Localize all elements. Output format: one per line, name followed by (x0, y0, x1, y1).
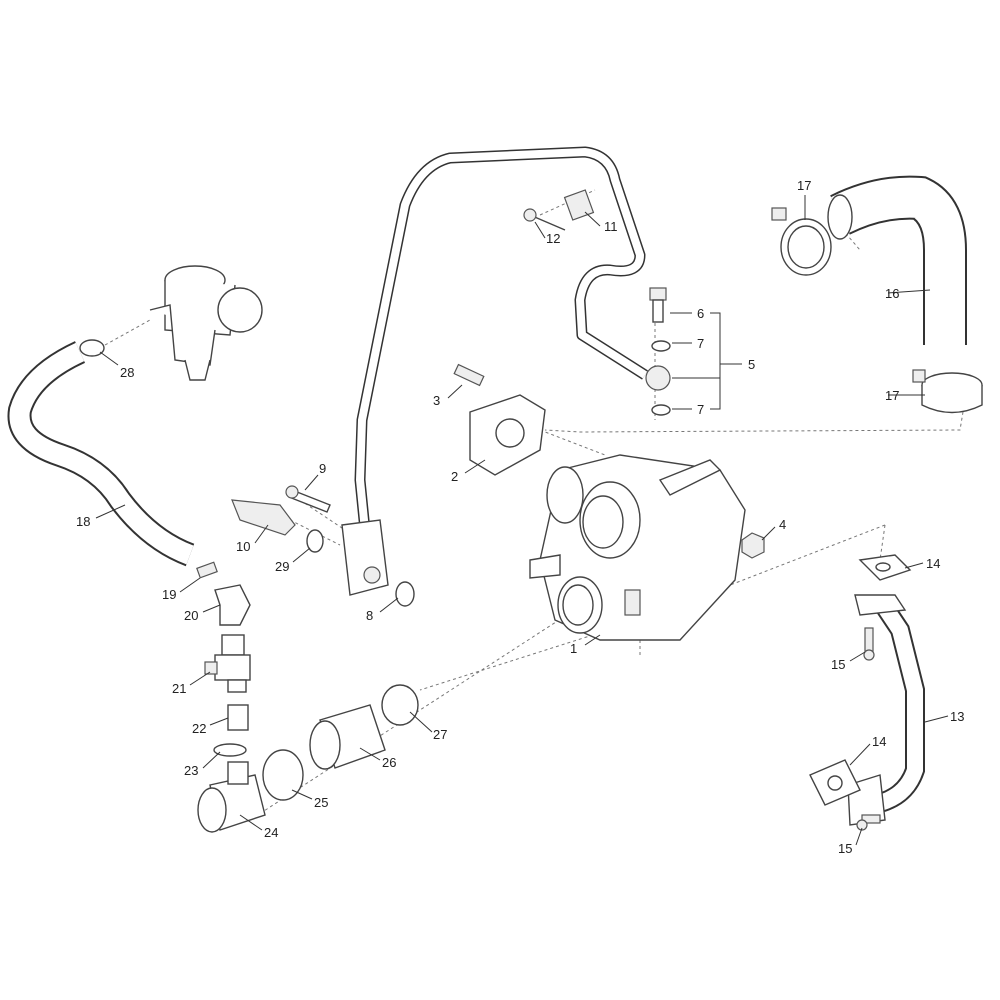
callout-16: 16 (885, 286, 899, 301)
callout-4: 4 (779, 517, 786, 532)
clamp-17-bottom (912, 369, 983, 414)
callout-23: 23 (184, 763, 198, 778)
callout-7-top: 7 (697, 336, 704, 351)
oil-feed-pipe (341, 146, 671, 596)
turbocharger (529, 454, 746, 641)
washer-29 (306, 529, 324, 553)
clamp-27 (381, 684, 419, 726)
callout-2: 2 (451, 469, 458, 484)
callout-17: 17 (797, 178, 811, 193)
gasket-14-bottom (809, 759, 861, 806)
callout-18: 18 (76, 514, 90, 529)
callout-15-bottom: 15 (838, 841, 852, 856)
callout-26: 26 (382, 755, 396, 770)
callout-15-top: 15 (831, 657, 845, 672)
bolt-9 (285, 485, 331, 513)
leader-lines (95, 195, 949, 846)
valve-assembly (149, 265, 263, 381)
callout-17-bottom: 17 (885, 388, 899, 403)
stud-3 (453, 363, 485, 387)
washer-7-bottom (651, 404, 671, 416)
callout-9: 9 (319, 461, 326, 476)
callout-10: 10 (236, 539, 250, 554)
callout-14-top: 14 (926, 556, 940, 571)
callout-5: 5 (748, 357, 755, 372)
callout-19: 19 (162, 587, 176, 602)
callout-13: 13 (950, 709, 964, 724)
clamp-28 (79, 339, 105, 357)
gasket-14-top (858, 554, 912, 581)
callout-1: 1 (570, 641, 577, 656)
bolt-15-bottom (856, 814, 881, 831)
gasket-2 (469, 394, 546, 476)
sensor-10 (231, 499, 296, 536)
elbow-20 (214, 584, 251, 626)
callout-12: 12 (546, 231, 560, 246)
clip-19 (196, 561, 218, 579)
washer-7-top (651, 340, 671, 352)
connector-24 (197, 761, 266, 833)
callout-24: 24 (264, 825, 278, 840)
callout-7-bottom: 7 (697, 402, 704, 417)
clamp-25 (262, 749, 304, 801)
callout-20: 20 (184, 608, 198, 623)
callout-14-bottom: 14 (872, 734, 886, 749)
callout-3: 3 (433, 393, 440, 408)
clamp-23 (213, 743, 247, 757)
sleeve-22 (227, 704, 249, 731)
hose-26 (309, 704, 386, 770)
callout-22: 22 (192, 721, 206, 736)
callout-11: 11 (604, 219, 618, 234)
callout-25: 25 (314, 795, 328, 810)
washer-8 (395, 581, 415, 607)
callout-6: 6 (697, 306, 704, 321)
callout-29: 29 (275, 559, 289, 574)
nut-4 (741, 532, 765, 559)
hose-18 (7, 341, 195, 567)
callout-8: 8 (366, 608, 373, 623)
banjo-bolt-6 (649, 287, 667, 323)
clamp-17-top (771, 207, 832, 276)
callout-labels: 17 11 12 16 6 7 5 7 17 28 3 9 2 4 18 10 … (76, 178, 964, 856)
callout-21: 21 (172, 681, 186, 696)
callout-27: 27 (433, 727, 447, 742)
callout-28: 28 (120, 365, 134, 380)
tee-21 (204, 634, 251, 693)
bolt-12 (523, 208, 566, 231)
hose-16 (827, 175, 967, 345)
bolt-15-top (863, 627, 875, 661)
